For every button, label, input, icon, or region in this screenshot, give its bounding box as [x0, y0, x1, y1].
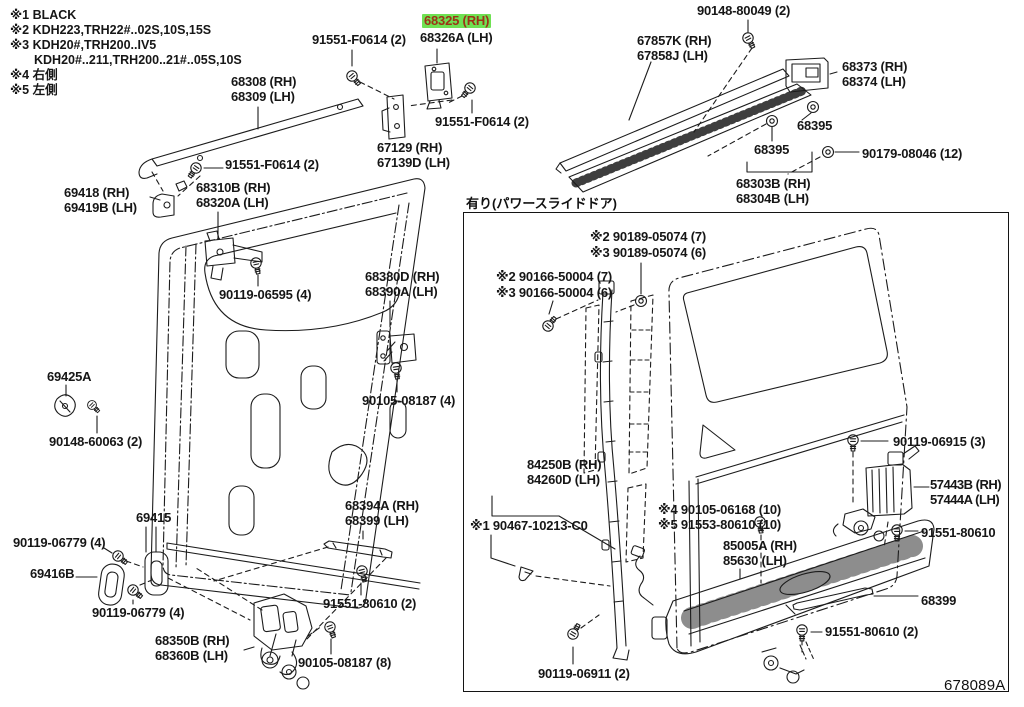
lower-rail-68394A [166, 530, 421, 642]
part-label: 68374 (LH) [842, 74, 906, 89]
part-label: 69425A [47, 369, 92, 384]
part-label: 57443B (RH) [930, 477, 1002, 492]
underbody-panel-85630 [651, 508, 935, 655]
inset-panel-title: 有り(パワースライドドア) [466, 196, 618, 211]
part-label: ※2 90166-50004 (7) [496, 269, 613, 284]
part-label: 90119-06915 (3) [893, 434, 986, 449]
motor-57443B [847, 434, 930, 549]
part-label: 68326A (LH) [420, 30, 493, 45]
lock-assembly-68350B [195, 567, 340, 690]
legend-note: ※2 KDH223,TRH22#..02S,10S,15S [10, 23, 212, 37]
part-label: 90148-60063 (2) [49, 434, 143, 449]
part-label: 68395 [754, 142, 790, 157]
stop-bracket-69418 [149, 160, 224, 218]
part-label: 68320A (LH) [196, 195, 269, 210]
part-label: 68390A (LH) [365, 284, 438, 299]
part-label: 68394A (RH) [345, 498, 419, 513]
part-label: 69418 (RH) [64, 185, 130, 200]
part-label: ※3 90189-05074 (6) [590, 245, 707, 260]
legend-note: ※1 BLACK [10, 8, 77, 22]
part-label: 68395 [797, 118, 833, 133]
rail-cover-68399 [761, 587, 919, 684]
part-label: 69419B (LH) [64, 200, 137, 215]
part-label: 57444A (LH) [930, 492, 1000, 507]
part-label: 68303B (RH) [736, 176, 811, 191]
roof-molding-67857K [555, 19, 860, 193]
part-label: 67857K (RH) [637, 33, 712, 48]
part-label: ※2 90189-05074 (7) [590, 229, 707, 244]
part-label: 90119-06911 (2) [538, 666, 630, 681]
clip-69425A [54, 384, 103, 434]
part-label: 90105-08187 (4) [362, 393, 456, 408]
door-panel-outline [150, 178, 426, 609]
slide-rail-84250B [490, 262, 654, 665]
part-label: 84250B (RH) [527, 457, 602, 472]
part-label: ※5 91553-80610 (10) [658, 517, 782, 532]
roof-rail-68308 [138, 98, 364, 179]
legend-note: ※5 左側 [10, 83, 58, 97]
upper-roller-68310B [204, 211, 264, 287]
part-label: ※1 90467-10213-C0 [470, 518, 588, 533]
part-label: 91551-F0614 (2) [312, 32, 406, 47]
part-label: 90105-08187 (8) [298, 655, 392, 670]
part-label: 69416B [30, 566, 75, 581]
part-label: 68350B (RH) [155, 633, 230, 648]
part-label: 85005A (RH) [723, 538, 797, 553]
part-label: 68380D (RH) [365, 269, 440, 284]
part-label: 68309 (LH) [231, 89, 295, 104]
legend-notes: ※1 BLACK ※2 KDH223,TRH22#..02S,10S,15S ※… [10, 8, 242, 98]
striker-69415 [75, 526, 251, 621]
part-label: ※3 90166-50004 (6) [496, 285, 613, 300]
part-label: 90119-06779 (4) [92, 605, 185, 620]
part-label: 67129 (RH) [377, 140, 443, 155]
part-label: 84260D (LH) [527, 472, 600, 487]
part-label: 67139D (LH) [377, 155, 450, 170]
legend-note: ※4 右側 [10, 68, 58, 82]
part-label: 91551-80610 [921, 525, 996, 540]
part-label: 85630 (LH) [723, 553, 787, 568]
part-label: 68310B (RH) [196, 180, 271, 195]
part-label: 68304B (LH) [736, 191, 809, 206]
part-label: 68399 (LH) [345, 513, 409, 528]
part-label: 91551-F0614 (2) [225, 157, 319, 172]
part-label: 68308 (RH) [231, 74, 297, 89]
inset-panel-border [463, 212, 1009, 692]
part-label: 90119-06595 (4) [219, 287, 312, 302]
part-label: 69415 [136, 510, 172, 525]
part-label: 90119-06779 (4) [13, 535, 106, 550]
part-label: 67858J (LH) [637, 48, 708, 63]
part-label: 91551-80610 (2) [825, 624, 919, 639]
center-roller-68380D [376, 300, 417, 393]
part-label: 68399 [921, 593, 957, 608]
part-label: 91551-F0614 (2) [435, 114, 529, 129]
part-label: 68360B (LH) [155, 648, 228, 663]
part-label-highlighted[interactable]: 68325 (RH) [422, 13, 492, 28]
part-label: 90148-80049 (2) [697, 3, 791, 18]
upper-brackets [344, 48, 478, 140]
legend-note: ※3 KDH20#,TRH200..IV5 [10, 38, 157, 52]
part-label: 91551-80610 (2) [323, 596, 417, 611]
part-label: ※4 90105-06168 (10) [658, 502, 782, 517]
legend-note: KDH20#..211,TRH200..21#..05S,10S [34, 53, 242, 67]
part-label: 90179-08046 (12) [862, 146, 963, 161]
part-label: 68373 (RH) [842, 59, 908, 74]
diagram-id: 678089A [944, 677, 1006, 694]
